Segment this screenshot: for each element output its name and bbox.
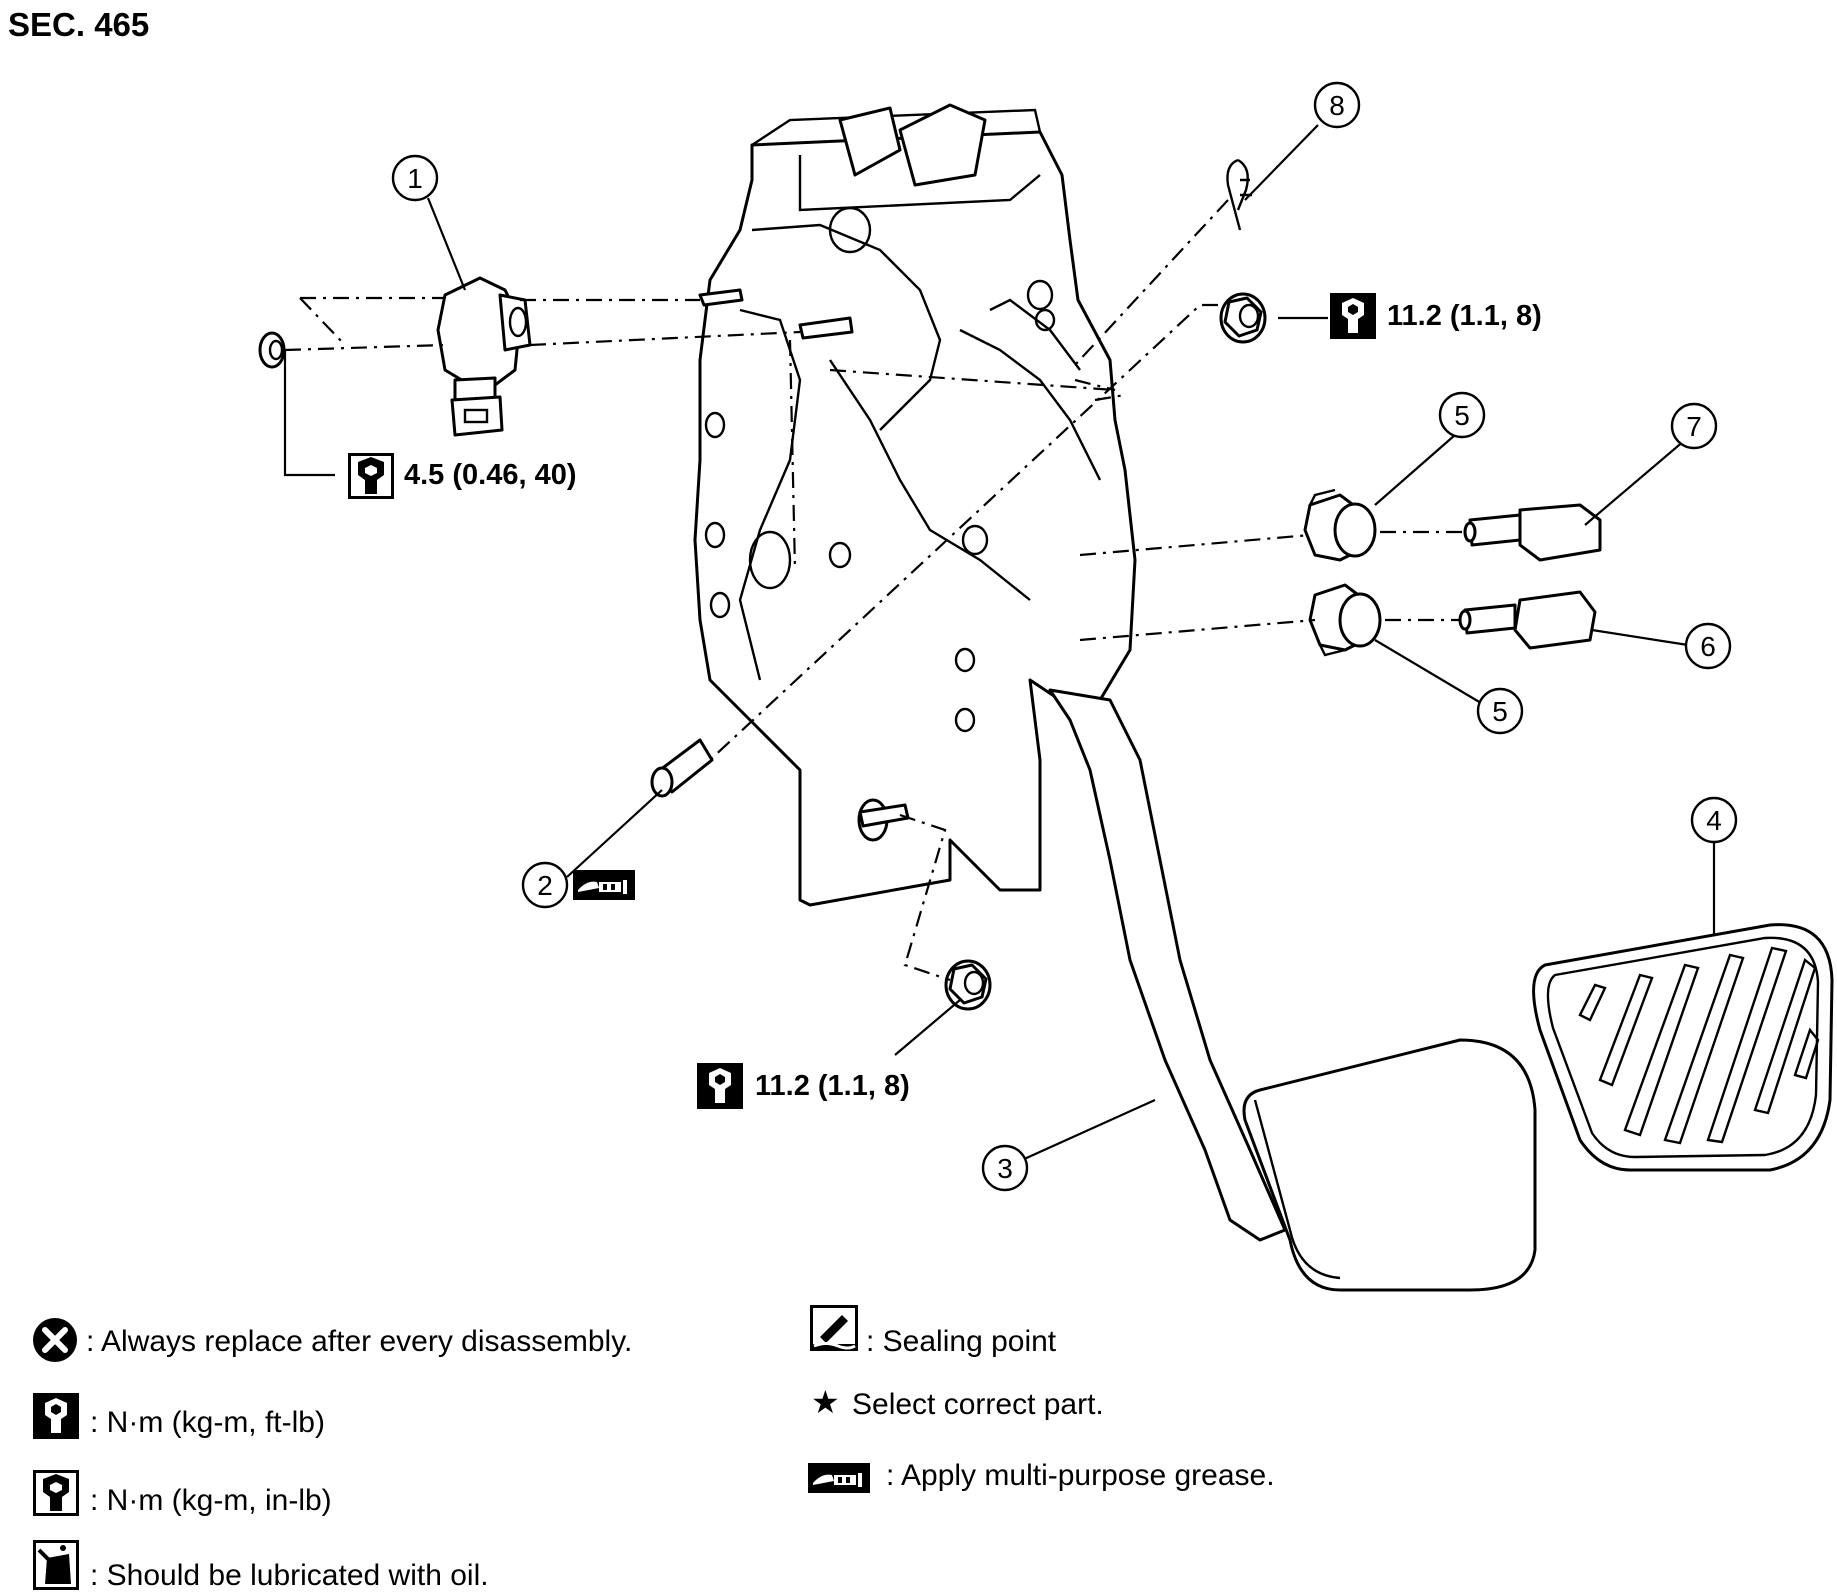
callout-5-lower: 5 [1476,687,1524,735]
brake-pedal-assembly [1048,688,1537,1292]
svg-text:: Apply multi-purpose grease.: : Apply multi-purpose grease. [886,1459,1275,1492]
callout-2: 2 [521,861,569,909]
svg-text:: N·m (kg-m, ft-lb): : N·m (kg-m, ft-lb) [90,1406,325,1439]
callout-6: 6 [1684,622,1732,670]
svg-text:: Always replace after every d: : Always replace after every disassembly… [86,1325,632,1358]
leader-lines [283,124,1716,1162]
clevis-pin [650,738,714,798]
switch-clip-upper [1303,488,1377,562]
pedal-position-sensor [436,276,532,437]
callout-5-upper: 5 [1438,391,1486,439]
svg-text:: Sealing point: : Sealing point [866,1325,1057,1358]
torque-spec-sensor-nut: 4.5 (0.46, 40) [348,453,577,499]
snap-pin [1226,158,1252,231]
stop-lamp-switch [1463,503,1602,562]
callout-8: 8 [1313,81,1361,129]
torque-ft-lb-icon [1330,293,1376,339]
torque-spec-lower-nut: 11.2 (1.1, 8) [697,1063,910,1109]
callout-1: 1 [391,154,439,202]
torque-in-lb-icon [33,1470,79,1516]
svg-text:1: 1 [407,163,423,194]
svg-text:4: 4 [1706,805,1722,836]
torque-spec-upper-nut: 11.2 (1.1, 8) [1330,293,1542,339]
star-icon: ★ [811,1383,840,1421]
svg-text:6: 6 [1700,631,1716,662]
stud-bolt [857,798,910,842]
torque-in-lb-icon [348,453,394,499]
pedal-bracket [693,103,1137,907]
grease-gun-icon [573,870,635,900]
svg-text:★: ★ [811,1383,840,1421]
brake-pedal-position-switch [1458,590,1597,650]
torque-ft-lb-icon [697,1063,743,1109]
upper-nut [1219,292,1267,344]
sealing-point-icon [810,1305,858,1351]
switch-clip-lower [1308,583,1382,657]
callout-3: 3 [981,1144,1029,1192]
svg-text:2: 2 [537,870,553,901]
grease-gun-icon [808,1463,870,1493]
callout-4: 4 [1690,796,1738,844]
svg-text:11.2 (1.1, 8): 11.2 (1.1, 8) [1387,300,1542,332]
svg-text:7: 7 [1686,411,1702,442]
svg-text:5: 5 [1454,400,1470,431]
svg-text:: N·m (kg-m, in-lb): : N·m (kg-m, in-lb) [90,1484,332,1517]
svg-text:Select correct part.: Select correct part. [852,1388,1104,1421]
svg-text:3: 3 [997,1153,1013,1184]
legend: : Always replace after every disassembly… [33,1305,1275,1592]
torque-ft-lb-icon [33,1393,79,1439]
lower-nut [944,959,992,1011]
svg-text:8: 8 [1329,90,1345,121]
section-title: SEC. 465 [8,6,149,43]
oil-can-icon [33,1540,79,1590]
replace-x-icon [33,1318,77,1362]
svg-text:5: 5 [1492,696,1508,727]
pedal-pad-cover [1532,923,1834,1172]
svg-text:11.2 (1.1, 8): 11.2 (1.1, 8) [755,1070,910,1102]
svg-text:4.5 (0.46, 40): 4.5 (0.46, 40) [404,459,577,491]
svg-text:: Should be lubricated with oi: : Should be lubricated with oil. [90,1559,489,1592]
assembly-lines [284,199,1465,982]
sensor-nut [258,331,286,369]
callout-7: 7 [1670,402,1718,450]
